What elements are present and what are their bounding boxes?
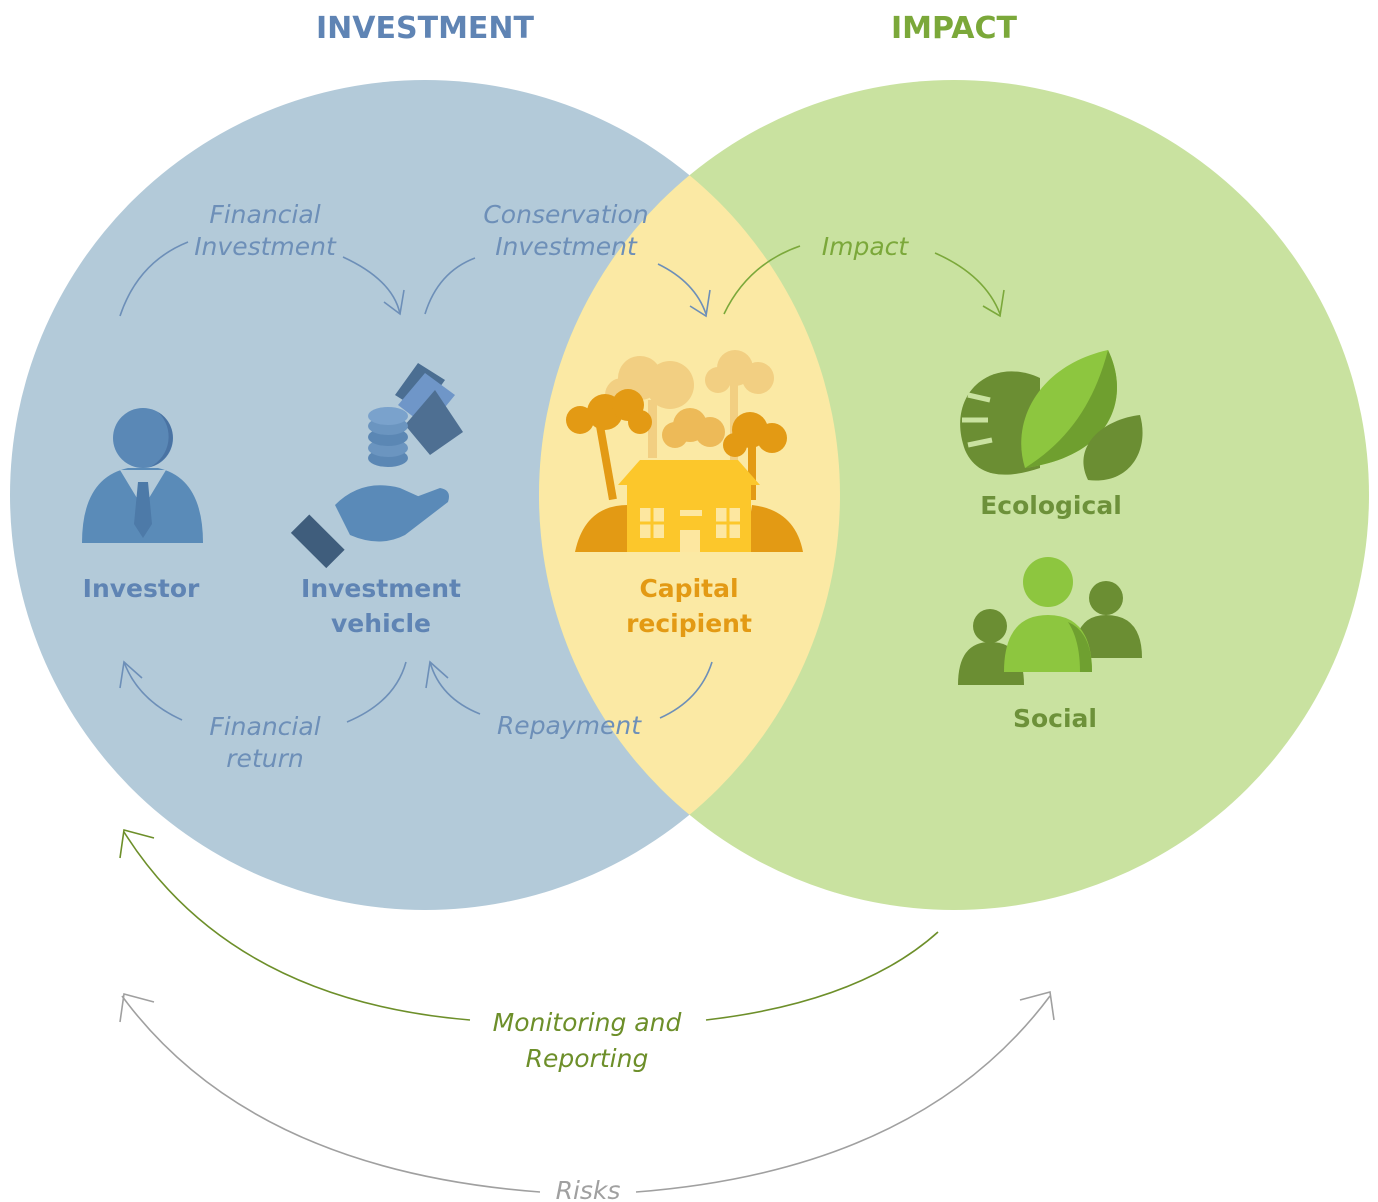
- risks-label: Risks: [556, 1176, 621, 1202]
- leaves-icon: [960, 350, 1143, 481]
- risks-arrowhead-left: [119, 992, 155, 1023]
- flow-arrows: [119, 241, 1055, 1193]
- overlap-region: [539, 80, 840, 910]
- investment-title: INVESTMENT: [316, 11, 535, 46]
- social-label: Social: [1013, 704, 1097, 733]
- conservation-investment-label-line2: Investment: [495, 232, 638, 261]
- house-trees-icon: [566, 350, 803, 552]
- repayment-arc-left: [429, 661, 481, 715]
- monitoring-arrowhead: [119, 828, 155, 859]
- conservation-investment-arrowhead: [689, 289, 711, 318]
- vehicle-label-line1: Investment: [301, 574, 461, 603]
- impact-flow-label: Impact: [822, 232, 910, 261]
- impact-arrowhead: [982, 289, 1005, 318]
- impact-arc-left: [723, 245, 801, 315]
- financial-return-label-line2: return: [226, 744, 303, 773]
- conservation-investment-arc-left: [424, 257, 476, 315]
- conservation-investment-arc-right: [657, 263, 707, 315]
- recipient-label-line2: recipient: [626, 609, 752, 638]
- monitoring-arc-right: [705, 931, 939, 1021]
- financial-investment-label-line1: Financial: [209, 200, 320, 229]
- financial-investment-label-line2: Investment: [194, 232, 337, 261]
- risks-arc-left: [121, 995, 541, 1193]
- people-group-icon: [958, 557, 1142, 685]
- conservation-investment-label-line1: Conservation: [483, 200, 648, 229]
- repayment-arrowhead: [425, 660, 449, 689]
- impact-title: IMPACT: [891, 11, 1017, 46]
- repayment-label: Repayment: [497, 711, 642, 740]
- risks-arrowhead-right: [1019, 990, 1055, 1021]
- person-suit-icon: [82, 408, 203, 543]
- monitoring-label-line2: Reporting: [526, 1044, 649, 1073]
- repayment-arc-right: [659, 661, 713, 719]
- financial-return-arrowhead: [119, 660, 143, 689]
- monitoring-label-line1: Monitoring and: [493, 1008, 682, 1037]
- financial-return-arc-right: [346, 661, 407, 723]
- hand-money-icon: [290, 363, 463, 569]
- impact-arc-right: [934, 252, 1001, 315]
- investor-label: Investor: [83, 574, 200, 603]
- ecological-label: Ecological: [980, 491, 1122, 520]
- financial-return-label-line1: Financial: [209, 712, 320, 741]
- financial-investment-arc-left: [119, 241, 189, 317]
- risks-arc-right: [635, 995, 1051, 1193]
- financial-investment-arrowhead: [383, 289, 405, 316]
- financial-return-arc-left: [123, 661, 183, 721]
- financial-investment-arc-right: [342, 256, 401, 315]
- monitoring-arc-left: [123, 831, 471, 1021]
- vehicle-label-line2: vehicle: [331, 609, 431, 638]
- recipient-label-line1: Capital: [639, 574, 738, 603]
